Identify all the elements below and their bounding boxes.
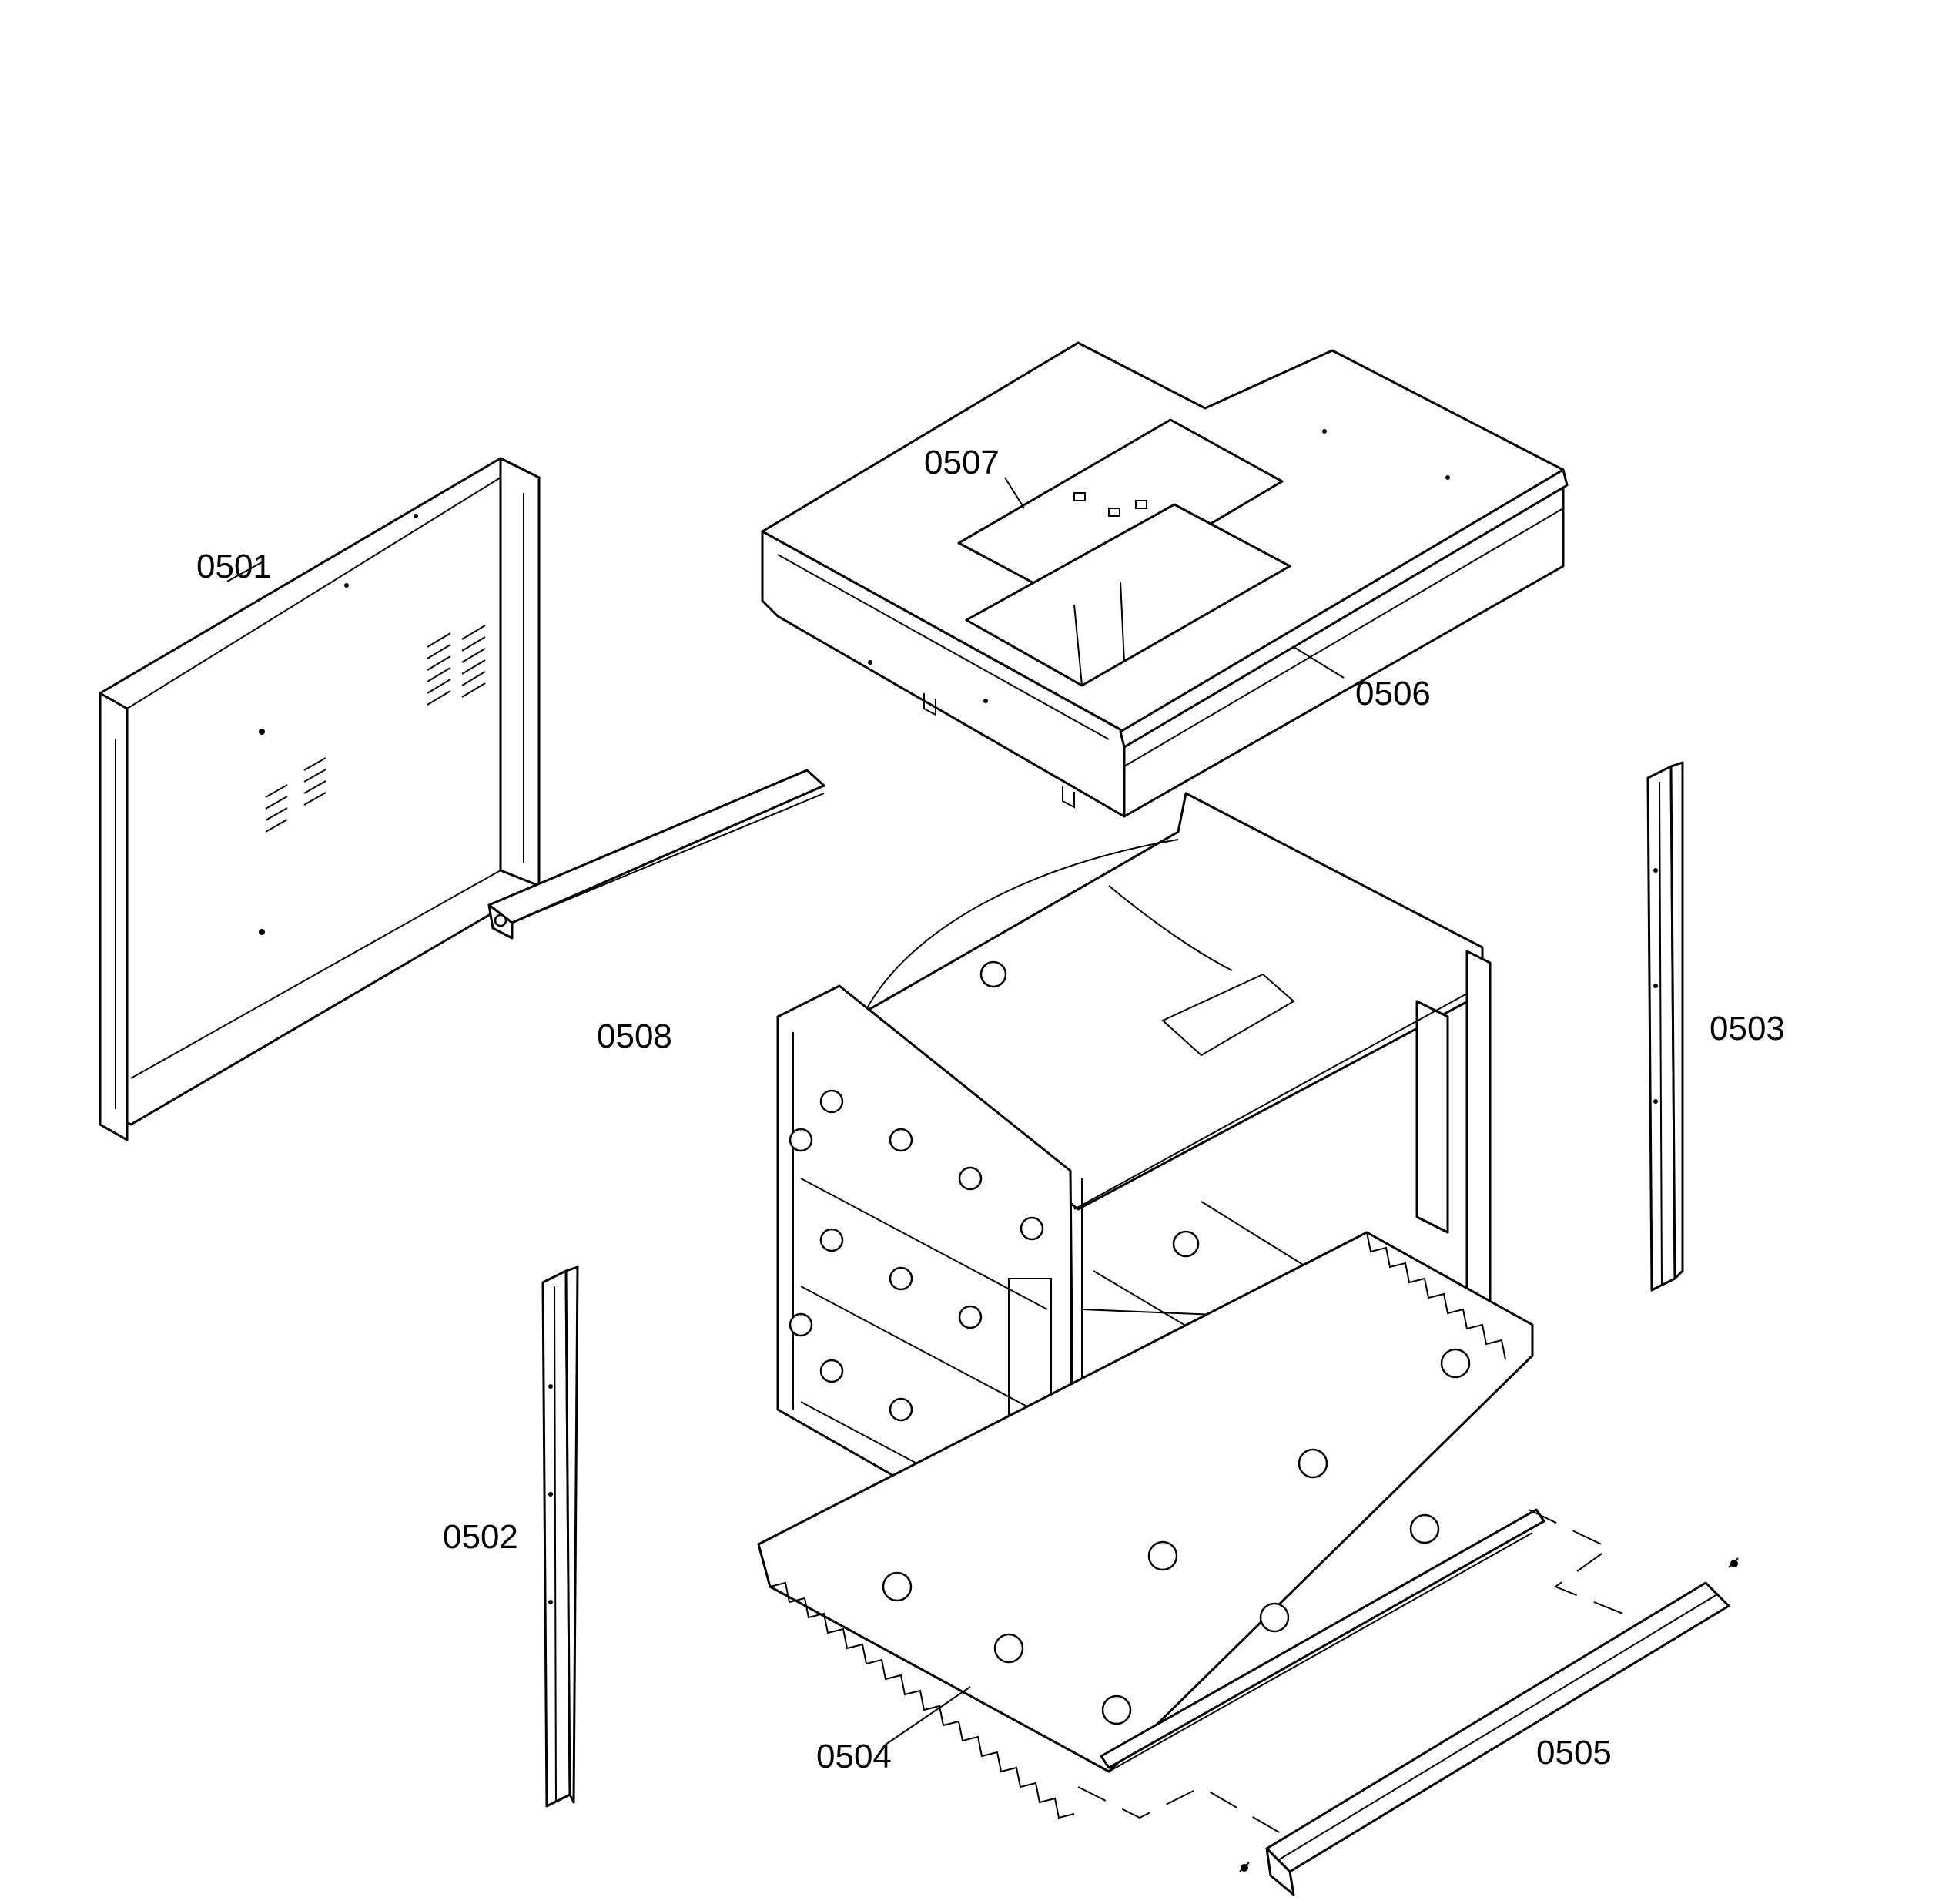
part-0504-base-pan [757,1231,1545,1819]
callout-0508: 0508 [597,1017,672,1055]
callout-0506: 0506 [1355,675,1431,712]
callout-0503: 0503 [1710,1010,1785,1048]
part-0503-right-rail [1646,761,1684,1292]
callout-0505: 0505 [1536,1734,1612,1772]
part-0501-side-panel [99,457,541,1141]
part-0505-front-trim [1077,1509,1739,1896]
callout-0502: 0502 [443,1518,518,1556]
callout-0501: 0501 [196,548,272,585]
leader-lines [226,477,1345,1745]
callout-labels: 0501 0507 0506 0508 0503 0502 0504 0505 [196,444,1785,1775]
part-0507-insulation-sheet [957,418,1291,687]
part-0502-left-rail [541,1265,579,1808]
callout-0507: 0507 [924,444,1000,481]
callout-0504: 0504 [816,1738,892,1775]
part-0508-bracket [487,769,825,940]
